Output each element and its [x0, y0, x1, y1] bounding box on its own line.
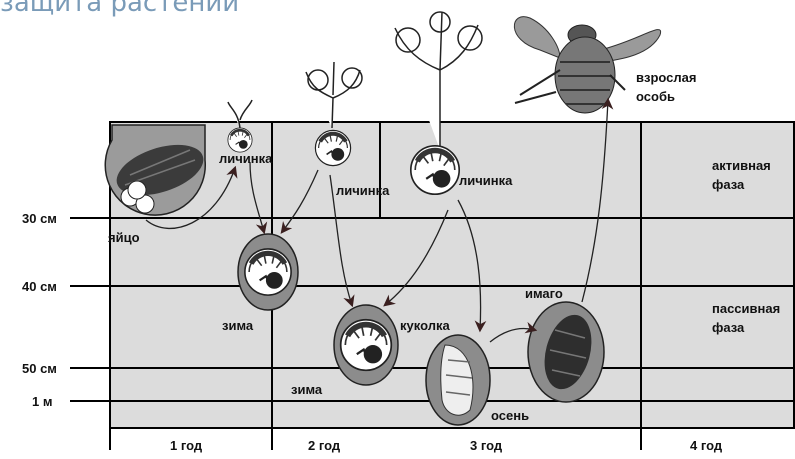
stage-imago-label: имаго: [525, 286, 563, 301]
adult-label-line1: взрослая: [636, 70, 696, 85]
pupa-icon: [426, 335, 490, 425]
winter-larva-oval-1: [238, 234, 298, 310]
phase-active-line2: фаза: [712, 177, 745, 192]
stage-egg-label: яйцо: [108, 230, 140, 245]
stage-larva2-label: личинка: [336, 183, 390, 198]
year-label-4: 4 год: [690, 438, 723, 453]
year-label-2: 2 год: [308, 438, 341, 453]
adult-label-line2: особь: [636, 89, 675, 104]
stage-pupa-label: куколка: [400, 318, 450, 333]
stage-winter1-label: зима: [222, 318, 254, 333]
stage-larva1-label: личинка: [219, 151, 273, 166]
phase-passive-line2: фаза: [712, 320, 745, 335]
depth-label-50: 50 см: [22, 361, 57, 376]
year-label-3: 3 год: [470, 438, 503, 453]
stage-larva3-label: личинка: [459, 173, 513, 188]
depth-label-30: 30 см: [22, 211, 57, 226]
depth-label-40: 40 см: [22, 279, 57, 294]
imago-icon: [528, 302, 604, 402]
year-label-1: 1 год: [170, 438, 203, 453]
depth-label-1m: 1 м: [32, 394, 52, 409]
phase-passive-line1: пассивная: [712, 301, 780, 316]
phase-active-line1: активная: [712, 158, 771, 173]
winter-larva-oval-2: [334, 305, 398, 385]
stage-winter2-label: зима: [291, 382, 323, 397]
stage-autumn-label: осень: [491, 408, 529, 423]
